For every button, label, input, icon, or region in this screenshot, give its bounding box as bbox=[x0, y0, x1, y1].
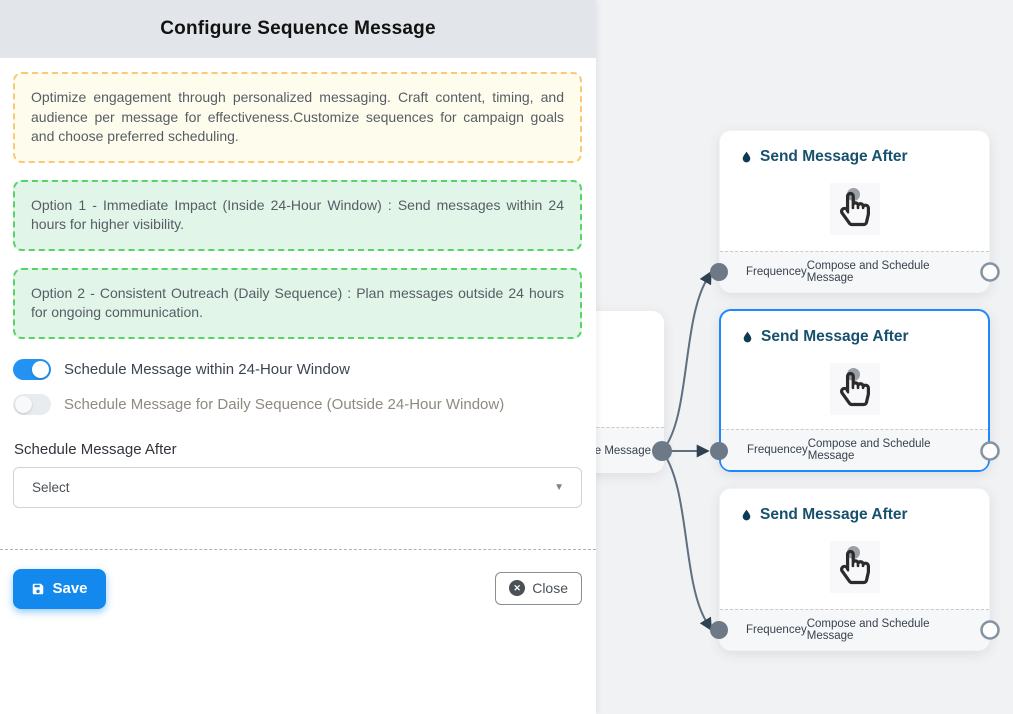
frequency-label[interactable]: Frequencey bbox=[747, 444, 808, 456]
tap-gesture-icon bbox=[829, 363, 880, 415]
source-node-footer: ce Message bbox=[596, 427, 664, 473]
compose-schedule-label[interactable]: Compose and Schedule Message bbox=[806, 618, 930, 642]
save-button[interactable]: Save bbox=[13, 568, 106, 609]
compose-schedule-label[interactable]: Compose and Schedule Message bbox=[806, 260, 930, 284]
save-icon bbox=[33, 583, 44, 594]
panel-body: Optimize engagement through personalized… bbox=[0, 58, 596, 609]
node-body bbox=[720, 524, 989, 610]
intro-info-box: Optimize engagement through personalized… bbox=[13, 72, 582, 163]
toggle-24hour-label: Schedule Message within 24-Hour Window bbox=[64, 360, 350, 378]
node-header: Send Message After bbox=[720, 131, 989, 166]
chevron-down-icon: ▼ bbox=[554, 481, 564, 493]
tap-gesture-icon bbox=[829, 183, 880, 235]
tap-gesture-icon bbox=[829, 541, 880, 593]
droplet-icon bbox=[742, 151, 751, 163]
source-node-footer-label: ce Message bbox=[596, 444, 651, 457]
panel-header: Configure Sequence Message bbox=[0, 0, 596, 58]
droplet-icon bbox=[743, 331, 752, 343]
node-body bbox=[721, 346, 988, 432]
close-label: Close bbox=[532, 580, 568, 596]
close-button[interactable]: ✕ Close bbox=[495, 571, 582, 605]
edge-source-to-node3 bbox=[661, 450, 712, 632]
toggle-row-daily: Schedule Message for Daily Sequence (Out… bbox=[13, 393, 582, 415]
toggle-daily-label: Schedule Message for Daily Sequence (Out… bbox=[64, 395, 505, 413]
flow-canvas[interactable]: ce Message Send Message After Frequencey… bbox=[596, 0, 1013, 714]
node-title: Send Message After bbox=[760, 506, 908, 523]
schedule-after-select[interactable]: Select ▼ bbox=[13, 466, 582, 508]
send-message-after-node-3[interactable]: Send Message After Frequencey Compose an… bbox=[719, 488, 990, 651]
schedule-after-label: Schedule Message After bbox=[14, 440, 177, 458]
toggle-knob bbox=[15, 395, 32, 413]
node-header: Send Message After bbox=[721, 311, 988, 346]
node-footer: Frequencey Compose and Schedule Message bbox=[720, 251, 989, 292]
send-message-after-node-1[interactable]: Send Message After Frequencey Compose an… bbox=[719, 130, 990, 293]
close-icon: ✕ bbox=[509, 580, 526, 596]
source-node-partial[interactable]: ce Message bbox=[596, 311, 664, 473]
node-footer: Frequencey Compose and Schedule Message bbox=[721, 429, 988, 470]
node-title: Send Message After bbox=[760, 148, 908, 165]
select-value: Select bbox=[32, 479, 70, 495]
node-header: Send Message After bbox=[720, 489, 989, 524]
node-footer: Frequencey Compose and Schedule Message bbox=[720, 609, 989, 650]
option1-info-box: Option 1 - Immediate Impact (Inside 24-H… bbox=[13, 179, 582, 251]
toggle-daily-sequence[interactable] bbox=[13, 393, 51, 415]
option2-info-box: Option 2 - Consistent Outreach (Daily Se… bbox=[13, 267, 582, 339]
toggle-knob bbox=[32, 360, 49, 378]
frequency-label[interactable]: Frequencey bbox=[746, 266, 807, 278]
droplet-icon bbox=[742, 509, 751, 521]
save-label: Save bbox=[52, 580, 88, 597]
toggle-row-24hour: Schedule Message within 24-Hour Window bbox=[13, 358, 582, 380]
configure-sequence-panel: Configure Sequence Message Optimize enga… bbox=[0, 0, 596, 714]
footer-divider bbox=[0, 548, 596, 550]
frequency-label[interactable]: Frequencey bbox=[746, 624, 807, 636]
node-title: Send Message After bbox=[761, 328, 909, 345]
panel-footer: Save ✕ Close bbox=[13, 568, 582, 609]
compose-schedule-label[interactable]: Compose and Schedule Message bbox=[807, 438, 931, 462]
node-body bbox=[720, 166, 989, 252]
edge-source-to-node1 bbox=[661, 270, 712, 452]
toggle-24hour-window[interactable] bbox=[13, 358, 51, 380]
page-title: Configure Sequence Message bbox=[160, 18, 436, 39]
send-message-after-node-2[interactable]: Send Message After Frequencey Compose an… bbox=[719, 309, 990, 472]
